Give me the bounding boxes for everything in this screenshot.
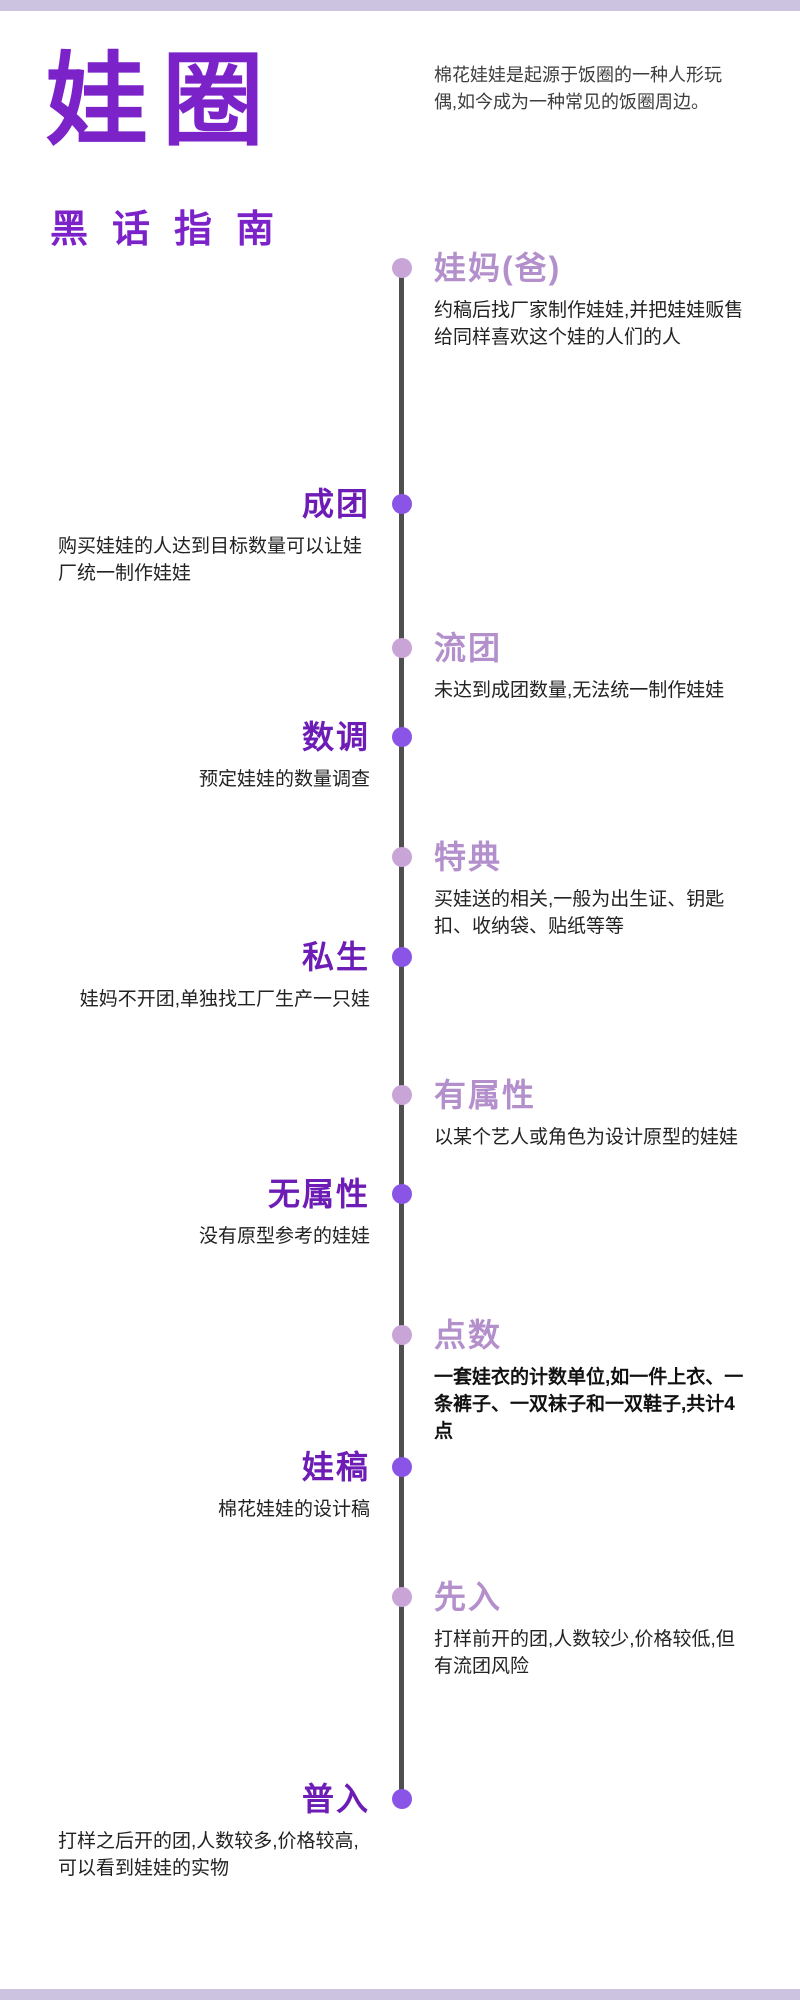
entry-title: 娃妈(爸): [434, 250, 562, 286]
entry-title: 有属性: [434, 1077, 537, 1113]
timeline-dot: [392, 1457, 412, 1477]
intro-text: 棉花娃娃是起源于饭圈的一种人形玩偶,如今成为一种常见的饭圈周边。: [434, 65, 722, 112]
timeline-dot: [392, 847, 412, 867]
entry-description: 一套娃衣的计数单位,如一件上衣、一条裤子、一双袜子和一双鞋子,共计4点: [434, 1367, 744, 1442]
timeline-entry: 娃妈(爸) 约稿后找厂家制作娃娃,并把娃娃贩售给同样喜欢这个娃的人们的人: [434, 248, 749, 351]
entry-title: 普入: [301, 1781, 370, 1817]
entry-description: 预定娃娃的数量调查: [198, 769, 370, 790]
timeline-dot: [392, 1587, 412, 1607]
entry-description: 娃妈不开团,单独找工厂生产一只娃: [79, 989, 370, 1010]
page-subtitle: 黑话指南: [50, 209, 299, 251]
entry-title: 特典: [434, 839, 503, 875]
entry-title: 先入: [434, 1579, 503, 1615]
timeline-dot: [392, 638, 412, 658]
entry-title: 私生: [301, 939, 370, 975]
entry-description: 购买娃娃的人达到目标数量可以让娃厂统一制作娃娃: [58, 536, 363, 584]
entry-description: 打样前开的团,人数较少,价格较低,但有流团风险: [434, 1629, 735, 1677]
timeline-entry: 流团 未达到成团数量,无法统一制作娃娃: [434, 628, 724, 704]
timeline-dot: [392, 1789, 412, 1809]
timeline-entry: 点数 一套娃衣的计数单位,如一件上衣、一条裤子、一双袜子和一双鞋子,共计4点: [434, 1315, 749, 1445]
bottom-band: [0, 1989, 800, 2000]
timeline-dot: [392, 494, 412, 514]
timeline-entry: 私生 娃妈不开团,单独找工厂生产一只娃: [80, 937, 370, 1013]
entry-title: 数调: [301, 719, 370, 755]
entry-title: 流团: [434, 630, 503, 666]
timeline-entry: 成团 购买娃娃的人达到目标数量可以让娃厂统一制作娃娃: [58, 484, 370, 587]
entry-title: 无属性: [267, 1176, 370, 1212]
entry-description: 未达到成团数量,无法统一制作娃娃: [434, 680, 725, 701]
timeline-dot: [392, 727, 412, 747]
timeline-entry: 数调 预定娃娃的数量调查: [199, 717, 370, 793]
entry-description: 买娃送的相关,一般为出生证、钥匙扣、收纳袋、贴纸等等: [434, 889, 725, 937]
entry-title: 点数: [434, 1317, 503, 1353]
timeline-dot: [392, 258, 412, 278]
timeline-line: [399, 268, 404, 1799]
entry-description: 约稿后找厂家制作娃娃,并把娃娃贩售给同样喜欢这个娃的人们的人: [434, 300, 744, 348]
top-band: [0, 0, 800, 11]
entry-description: 没有原型参考的娃娃: [198, 1226, 370, 1247]
entry-description: 棉花娃娃的设计稿: [217, 1499, 370, 1520]
timeline-entry: 无属性 没有原型参考的娃娃: [199, 1174, 370, 1250]
timeline-dot: [392, 1184, 412, 1204]
timeline-entry: 特典 买娃送的相关,一般为出生证、钥匙扣、收纳袋、贴纸等等: [434, 837, 749, 940]
entry-title: 娃稿: [301, 1449, 370, 1485]
entry-description: 以某个艺人或角色为设计原型的娃娃: [434, 1127, 739, 1148]
timeline-entry: 普入 打样之后开的团,人数较多,价格较高,可以看到娃娃的实物: [58, 1779, 370, 1882]
timeline-entry: 有属性 以某个艺人或角色为设计原型的娃娃: [434, 1075, 738, 1151]
timeline-entry: 娃稿 棉花娃娃的设计稿: [218, 1447, 370, 1523]
timeline-dot: [392, 947, 412, 967]
timeline-entry: 先入 打样前开的团,人数较少,价格较低,但有流团风险: [434, 1577, 749, 1680]
timeline-dot: [392, 1325, 412, 1345]
page-title: 娃圈: [46, 44, 278, 158]
entry-title: 成团: [301, 486, 370, 522]
entry-description: 打样之后开的团,人数较多,价格较高,可以看到娃娃的实物: [58, 1831, 359, 1879]
timeline-dot: [392, 1085, 412, 1105]
